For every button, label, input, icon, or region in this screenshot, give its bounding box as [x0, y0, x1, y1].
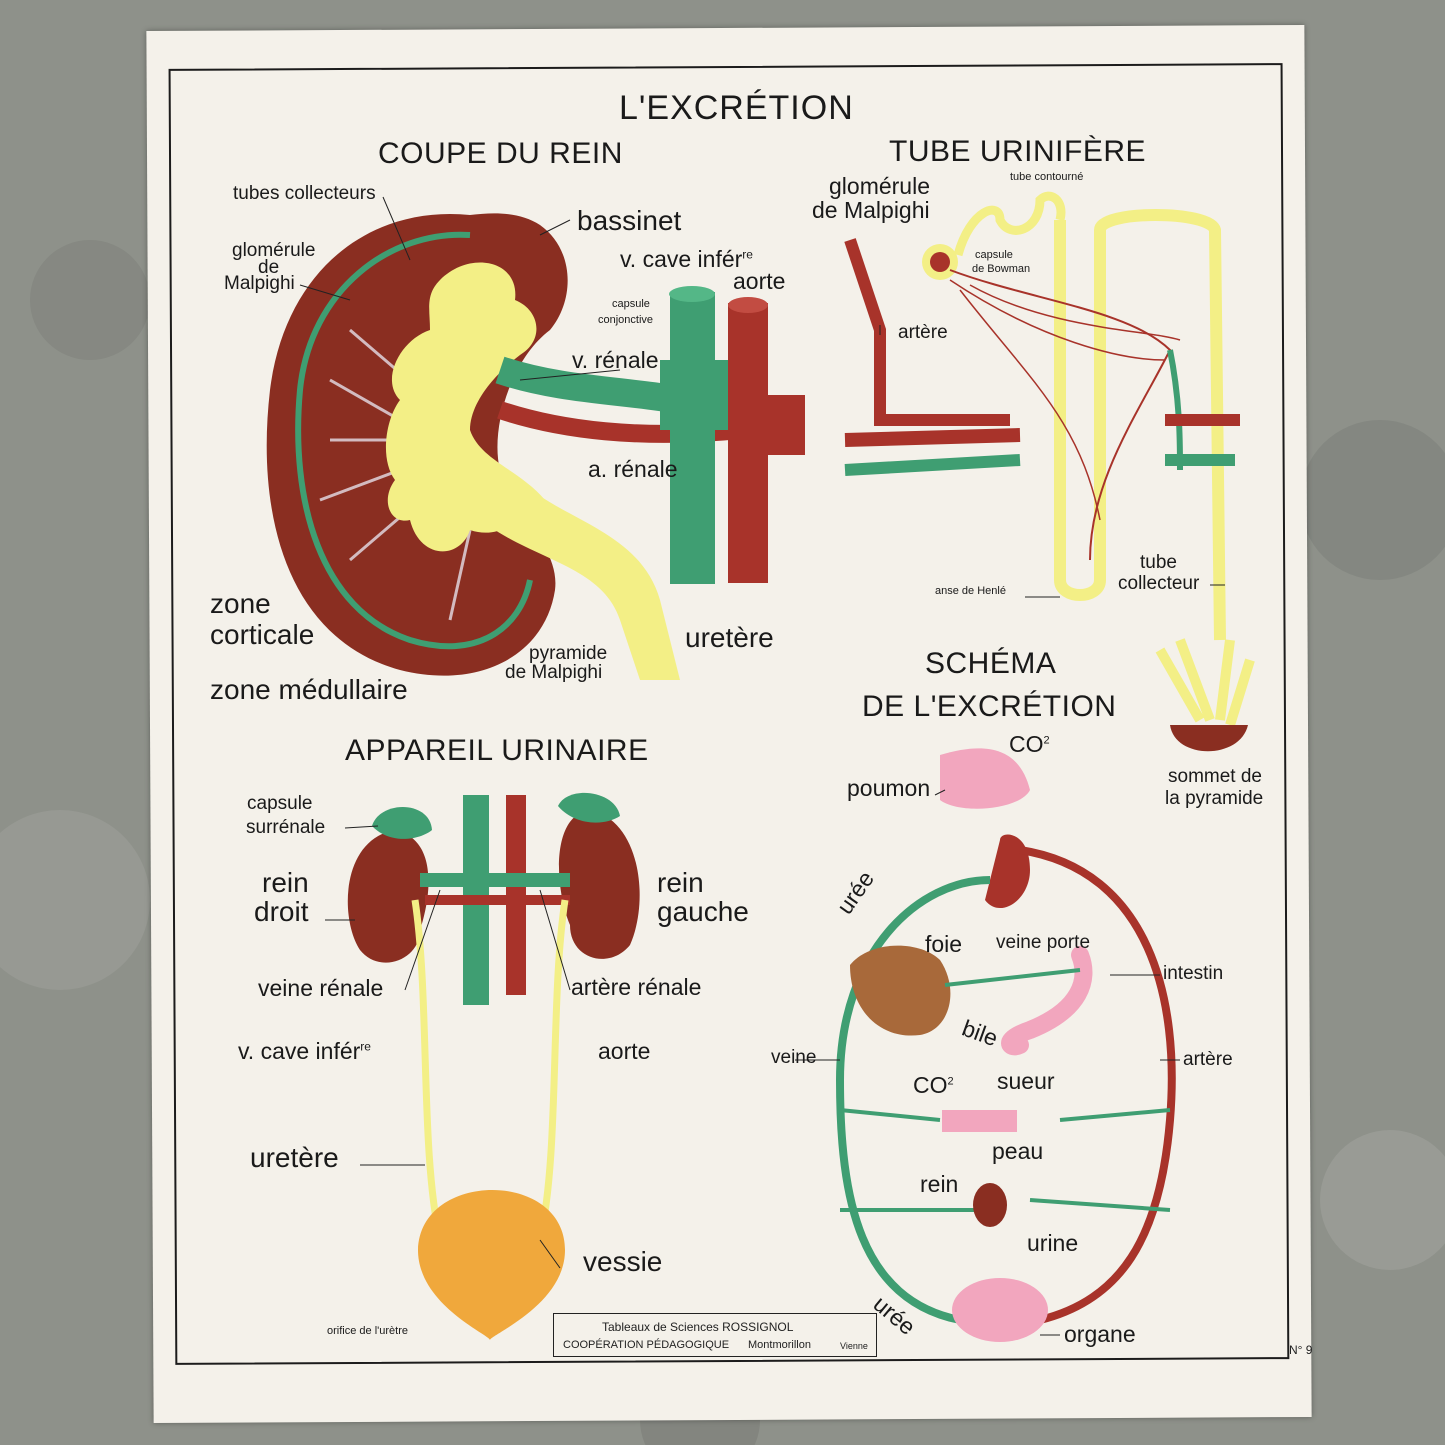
label-tube-collecteur-1: tube: [1140, 552, 1177, 573]
label-tube-collecteur-2: collecteur: [1118, 573, 1200, 594]
excretion-scheme: [835, 748, 1176, 1342]
label-poumon: poumon: [847, 775, 931, 801]
label-capsule-surrenale-2: surrénale: [246, 817, 326, 838]
label-v-cave: v. cave inférre: [620, 246, 753, 272]
label-anse-de-henle: anse de Henlé: [935, 585, 1006, 597]
label-veine: veine: [771, 1047, 817, 1068]
label-glomerule-1: glomérule: [232, 240, 316, 261]
publisher-line-2a: COOPÉRATION PÉDAGOGIQUE: [563, 1339, 730, 1351]
label-organe: organe: [1064, 1321, 1136, 1347]
kidney-section: [266, 213, 805, 680]
label-capsule-bowman-1: capsule: [975, 249, 1013, 261]
label-tubes-collecteurs: tubes collecteurs: [233, 183, 376, 204]
heading-appareil-urinaire: APPAREIL URINAIRE: [345, 734, 649, 767]
label-bassinet: bassinet: [577, 205, 682, 236]
label-glomerule-2: de: [258, 257, 280, 278]
page-title: L'EXCRÉTION: [619, 89, 854, 127]
label-intestin: intestin: [1163, 963, 1224, 984]
label-tube-artere: artère: [898, 322, 948, 343]
label-capsule-2: conjonctive: [598, 314, 654, 326]
label-v-renale: v. rénale: [572, 347, 659, 373]
plate-number: N° 9: [1289, 1343, 1313, 1357]
label-co2-top-sub: 2: [1043, 734, 1050, 747]
label-veine-renale: veine rénale: [258, 975, 384, 1001]
publisher-box: [553, 1313, 877, 1357]
publisher-line-2b: Montmorillon: [748, 1339, 811, 1351]
label-sommet-1: sommet de: [1168, 766, 1262, 787]
heading-schema: SCHÉMA: [925, 647, 1057, 680]
label-zone-corticale-1: zone: [210, 588, 271, 619]
heading-schema-line2: DE L'EXCRÉTION: [862, 690, 1117, 723]
label-capsule-1: capsule: [612, 298, 650, 310]
label-appareil-uretere: uretère: [250, 1142, 339, 1173]
urinary-tube: [844, 191, 1255, 752]
label-vessie: vessie: [583, 1246, 663, 1277]
label-aorte: aorte: [733, 268, 786, 294]
label-zone-corticale-2: corticale: [210, 619, 315, 650]
label-co2-mid-sub: 2: [947, 1075, 954, 1088]
label-appareil-v-cave: v. cave inférre: [238, 1038, 371, 1064]
label-rein-gauche-1: rein: [657, 867, 704, 898]
label-sueur: sueur: [997, 1068, 1055, 1094]
label-uretere-coupe: uretère: [685, 622, 774, 653]
urinary-system: [347, 792, 640, 1340]
label-artere: artère: [1183, 1049, 1233, 1070]
label-appareil-aorte: aorte: [598, 1038, 651, 1064]
label-tube-glomerule-2: de Malpighi: [812, 197, 930, 223]
publisher-line-1: Tableaux de Sciences ROSSIGNOL: [602, 1320, 794, 1334]
label-tube-contourne: tube contourné: [1010, 171, 1084, 183]
label-a-renale: a. rénale: [588, 456, 678, 482]
label-foie: foie: [925, 931, 963, 957]
label-sommet-2: la pyramide: [1165, 788, 1264, 809]
label-rein-droit-2: droit: [254, 896, 309, 927]
label-rein-droit-1: rein: [262, 867, 309, 898]
leader-lines: [299, 196, 1225, 1336]
label-co2-top: CO2: [1009, 731, 1050, 757]
label-tube-glomerule-1: glomérule: [829, 173, 930, 199]
label-co2-mid: CO2: [913, 1072, 954, 1098]
label-veine-porte: veine porte: [996, 932, 1091, 953]
label-v-cave-sup: re: [742, 247, 753, 262]
label-peau: peau: [992, 1138, 1044, 1164]
label-capsule-bowman-2: de Bowman: [972, 263, 1031, 275]
label-pyramide-2: de Malpighi: [505, 662, 603, 683]
label-capsule-surrenale-1: capsule: [247, 793, 313, 814]
publisher-line-2c: Vienne: [840, 1341, 868, 1351]
label-rein-gauche-2: gauche: [657, 896, 749, 927]
label-orifice-uretre: orifice de l'urètre: [327, 1325, 408, 1337]
heading-coupe-du-rein: COUPE DU REIN: [378, 137, 623, 170]
label-pyramide-1: pyramide: [529, 643, 608, 664]
label-appareil-v-cave-sup: re: [360, 1039, 371, 1054]
label-zone-medullaire: zone médullaire: [210, 674, 408, 705]
label-urine: urine: [1027, 1230, 1079, 1256]
heading-tube-urinifere: TUBE URINIFÈRE: [889, 135, 1147, 168]
label-glomerule-3: Malpighi: [224, 273, 295, 294]
label-rein-schema: rein: [920, 1171, 959, 1197]
label-artere-renale: artère rénale: [571, 974, 702, 1000]
